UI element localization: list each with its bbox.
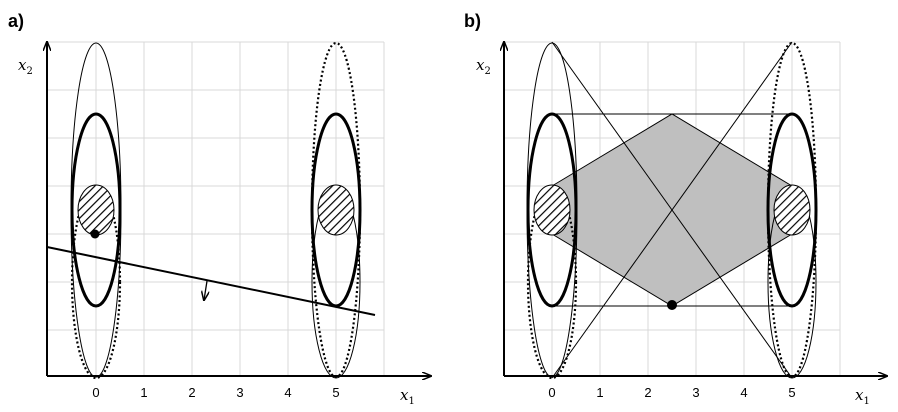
hatched-ellipse-right (317, 184, 355, 236)
panel-b: b) (464, 11, 887, 407)
constraint-line (46, 246, 376, 316)
dotted-ellipse-left (526, 184, 578, 380)
optimal-point (667, 300, 677, 310)
panel-a-x-axis-label: x1 (400, 386, 415, 407)
tick-label: 4 (284, 385, 291, 400)
hatched-ellipse-right (773, 184, 811, 236)
panel-b-y-axis-label: x2 (476, 56, 491, 77)
panel-a-label: a) (8, 11, 24, 31)
tick-label: 0 (92, 385, 99, 400)
tick-label: 4 (740, 385, 747, 400)
hatched-ellipse-left (533, 184, 571, 236)
thick-ellipse-right (766, 112, 818, 308)
tick-label: 3 (692, 385, 699, 400)
tick-label: 5 (788, 385, 795, 400)
constraint-normal-arrow (204, 280, 207, 300)
dotted-ellipse-left (70, 184, 122, 380)
tick-label: 1 (596, 385, 603, 400)
point-left (90, 229, 100, 239)
tick-label: 1 (140, 385, 147, 400)
hatched-ellipse-left (77, 184, 115, 236)
thick-ellipse-left (70, 112, 122, 308)
tick-label: 2 (644, 385, 651, 400)
tick-label: 3 (236, 385, 243, 400)
tick-label: 5 (332, 385, 339, 400)
panel-b-x-axis-label: x1 (855, 386, 870, 407)
tick-label: 0 (548, 385, 555, 400)
tick-label: 2 (188, 385, 195, 400)
panel-b-label: b) (464, 11, 481, 31)
panel-a-y-axis-label: x2 (18, 56, 33, 77)
thick-ellipse-left (526, 112, 578, 308)
panel-a: a) (8, 11, 431, 407)
